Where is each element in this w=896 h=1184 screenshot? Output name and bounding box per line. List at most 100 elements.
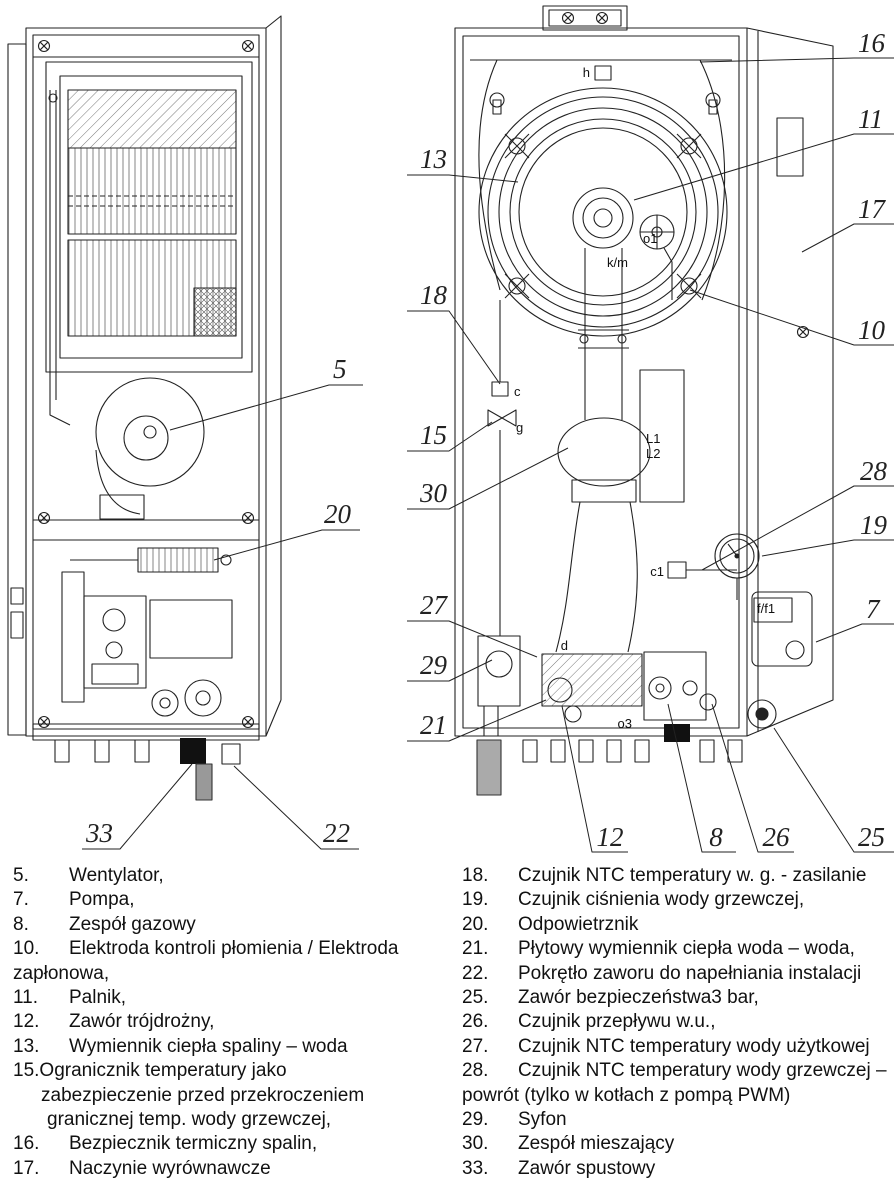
legend-column-right: 18.Czujnik NTC temperatury w. g. - zasil… <box>452 864 896 1181</box>
legend-item-11: 11. Palnik, <box>13 986 452 1010</box>
legend-number: 8. <box>13 913 29 935</box>
legend-number: 25. <box>462 987 489 1009</box>
safety-valve <box>747 699 777 729</box>
legend-item-28: 28.Czujnik NTC temperatury wody grzewcze… <box>462 1059 896 1108</box>
legend-item-8: 8. Zespół gazowy <box>13 913 452 937</box>
ignition-electrode <box>639 214 675 300</box>
control-box <box>639 369 685 503</box>
three-way-valve <box>547 677 582 723</box>
air-vent <box>70 547 232 573</box>
right-view <box>454 5 834 796</box>
legend-text: Naczynie wyrównawcze <box>69 1157 271 1179</box>
callout-18: 18 <box>420 280 448 310</box>
mixer-duct <box>578 248 629 420</box>
legend-item-18: 18.Czujnik NTC temperatury w. g. - zasil… <box>462 864 896 888</box>
combustion-chamber <box>478 87 728 337</box>
legend-number: 12. <box>13 1011 40 1033</box>
gas-valve-assembly <box>61 571 233 717</box>
label-c1: c1 <box>650 564 664 579</box>
label-h: h <box>583 65 590 80</box>
legend-item-12: 12.Zawór trójdrożny, <box>13 1010 452 1034</box>
callout-29: 29 <box>420 650 448 680</box>
legend-item-10: 10. Elektroda kontroli płomienia / Elektr… <box>13 937 452 986</box>
legend-text: Zawór bezpieczeństwa3 bar, <box>518 987 759 1009</box>
legend-item-7: 7.Pompa, <box>13 888 452 912</box>
gas-assembly <box>643 651 707 721</box>
callout-8: 8 <box>709 822 723 852</box>
legend-text: Czujnik NTC temperatury wody grzewczej – <box>518 1060 887 1082</box>
burner <box>572 187 634 249</box>
mixing-unit <box>557 417 651 503</box>
legend-item-20: 20. Odpowietrznik <box>462 913 896 937</box>
legend-text: Zespół gazowy <box>69 913 196 935</box>
legend-number: 19. <box>462 889 489 911</box>
filling-knob <box>221 743 241 765</box>
legend-number: 26. <box>462 1011 489 1033</box>
legend-item-25: 25. Zawór bezpieczeństwa3 bar, <box>462 986 896 1010</box>
legend-number: 22. <box>462 962 489 984</box>
parts-legend: 5.Wentylator, 7.Pompa, 8.Zespół gazowy 1… <box>0 864 896 1181</box>
legend-text: Czujnik przepływu w.u., <box>518 1011 716 1033</box>
pump <box>751 591 813 667</box>
legend-text: zapłonowa, <box>13 962 110 984</box>
legend-text: zabezpieczenie przed przekroczeniem <box>41 1084 365 1106</box>
front-frame <box>454 27 748 737</box>
legend-item-33: 33. Zawór spustowy <box>462 1157 896 1181</box>
legend-item-17: 17. Naczynie wyrównawcze <box>13 1157 452 1181</box>
label-L2: L2 <box>646 446 660 461</box>
legend-number: 11. <box>13 987 39 1009</box>
legend-item-21: 21.Płytowy wymiennik ciepła woda – woda, <box>462 937 896 961</box>
legend-number: 29. <box>462 1109 489 1131</box>
label-km: k/m <box>607 255 628 270</box>
callout-22: 22 <box>323 818 350 848</box>
legend-number: 13. <box>13 1035 40 1057</box>
callout-21: 21 <box>420 710 447 740</box>
legend-item-19: 19. Czujnik ciśnienia wody grzewczej, <box>462 888 896 912</box>
legend-text: granicznej temp. wody grzewczej, <box>47 1109 332 1131</box>
legend-number: 17. <box>13 1157 40 1179</box>
legend-number: 33. <box>462 1157 489 1179</box>
flue-heat-exchanger <box>45 61 253 373</box>
legend-item-22: 22. Pokrętło zaworu do napełniania instal… <box>462 962 896 986</box>
label-g: g <box>516 420 523 435</box>
legend-text: Palnik, <box>69 987 127 1009</box>
flow-sensor <box>699 693 717 711</box>
expansion-vessel-panel <box>746 27 834 737</box>
callout-27: 27 <box>420 590 449 620</box>
legend-number: 20. <box>462 913 489 935</box>
legend-number: 27. <box>462 1035 489 1057</box>
drain-pipe <box>195 763 213 801</box>
legend-text: Zawór spustowy <box>518 1157 656 1179</box>
callout-30: 30 <box>419 478 448 508</box>
legend-text: Pompa, <box>69 889 135 911</box>
legend-item-16: 16.Bezpiecznik termiczny spalin, <box>13 1132 452 1156</box>
legend-text: Odpowietrznik <box>518 913 639 935</box>
legend-text: Czujnik NTC temperatury wody użytkowej <box>518 1035 870 1057</box>
callout-28: 28 <box>860 456 888 486</box>
syphon <box>477 635 521 737</box>
legend-number: 15. <box>13 1060 40 1082</box>
callout-7: 7 <box>866 594 881 624</box>
boiler-exploded-diagram: 5 20 33 22 13 18 15 30 27 29 21 16 11 17… <box>7 5 894 853</box>
legend-item-13: 13. Wymiennik ciepła spaliny – woda <box>13 1035 452 1059</box>
cabinet-frame <box>25 27 267 737</box>
callout-20: 20 <box>324 499 352 529</box>
legend-number: 21. <box>462 938 489 960</box>
fan <box>95 377 205 520</box>
legend-text: Czujnik ciśnienia wody grzewczej, <box>518 889 805 911</box>
callout-17: 17 <box>858 194 887 224</box>
label-o3: o3 <box>618 716 632 731</box>
legend-text: Zespół mieszający <box>518 1133 675 1155</box>
legend-text: Elektroda kontroli płomienia / Elektroda <box>69 938 399 960</box>
callout-11: 11 <box>858 104 883 134</box>
legend-item-26: 26. Czujnik przepływu w.u., <box>462 1010 896 1034</box>
label-o1: o1 <box>643 231 657 246</box>
callout-12: 12 <box>597 822 624 852</box>
legend-text: Wymiennik ciepła spaliny – woda <box>69 1035 348 1057</box>
callout-10: 10 <box>858 315 886 345</box>
legend-number: 30. <box>462 1133 489 1155</box>
legend-text: Pokrętło zaworu do napełniania instalacj… <box>518 962 862 984</box>
legend-number: 10. <box>13 938 40 960</box>
legend-text: Bezpiecznik termiczny spalin, <box>69 1133 318 1155</box>
legend-item-27: 27. Czujnik NTC temperatury wody użytkowe… <box>462 1035 896 1059</box>
